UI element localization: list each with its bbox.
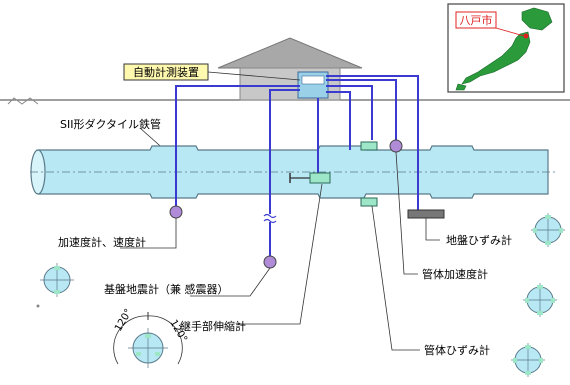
map-city-box	[455, 11, 497, 29]
accelerometer-label: 加速度計、速度計	[58, 235, 146, 249]
cable-ground-strain	[326, 75, 419, 212]
ground-strain-label: 地盤ひずみ計	[446, 233, 512, 247]
map-honshu	[461, 31, 531, 85]
house-roof	[217, 37, 363, 69]
cross-section-c	[511, 343, 545, 377]
logger-screen	[301, 75, 325, 85]
pipe-name-label: SII形ダクタイル鉄管	[60, 117, 161, 131]
cable-pipe-accel	[326, 79, 397, 140]
japan-map-inset: 八戸市	[447, 3, 565, 93]
angle-label-left: 120°	[113, 307, 135, 333]
cross-section-left	[40, 263, 74, 297]
map-hachinohe-marker	[523, 33, 529, 39]
pipe-strain-gauge-bottom	[360, 197, 378, 207]
bedrock-seismometer-label: 基盤地震計（兼 感震器）	[104, 282, 229, 296]
device-label: 自動計測装置	[133, 65, 199, 79]
accelerometer-sensor	[169, 205, 183, 219]
cable-bedrock-upper	[269, 89, 300, 214]
pipe-accelerometer-label: 管体加速度計	[422, 267, 488, 281]
leader-lines	[120, 151, 440, 351]
cross-section-angles	[113, 312, 183, 368]
device-leader	[207, 71, 301, 81]
cable-pipe-strain	[326, 85, 373, 140]
cable-accelerometer	[175, 85, 300, 210]
cross-section-b	[523, 283, 557, 317]
monitoring-house	[217, 37, 363, 101]
map-city-label: 八戸市	[460, 13, 493, 27]
map-leader	[495, 27, 525, 37]
pipe-accelerometer-sensor	[389, 139, 403, 153]
joint-extensometer	[289, 172, 331, 184]
pipe-strain-gauge-top	[360, 141, 378, 151]
pipeline	[30, 145, 555, 199]
joint-extensometer-label: 継手部伸縮計	[180, 319, 246, 333]
cross-section-a	[531, 213, 565, 247]
cable-break-mark	[263, 213, 277, 224]
map-kyushu	[455, 83, 467, 91]
ground-hatch	[7, 97, 39, 105]
map-hokkaido	[521, 7, 553, 31]
cable-mid	[326, 91, 351, 150]
bedrock-seismometer-sensor	[263, 255, 277, 269]
dot-mark	[36, 304, 40, 308]
pipe-strain-label: 管体ひずみ計	[424, 343, 490, 357]
ground-strain-gauge	[407, 209, 445, 219]
